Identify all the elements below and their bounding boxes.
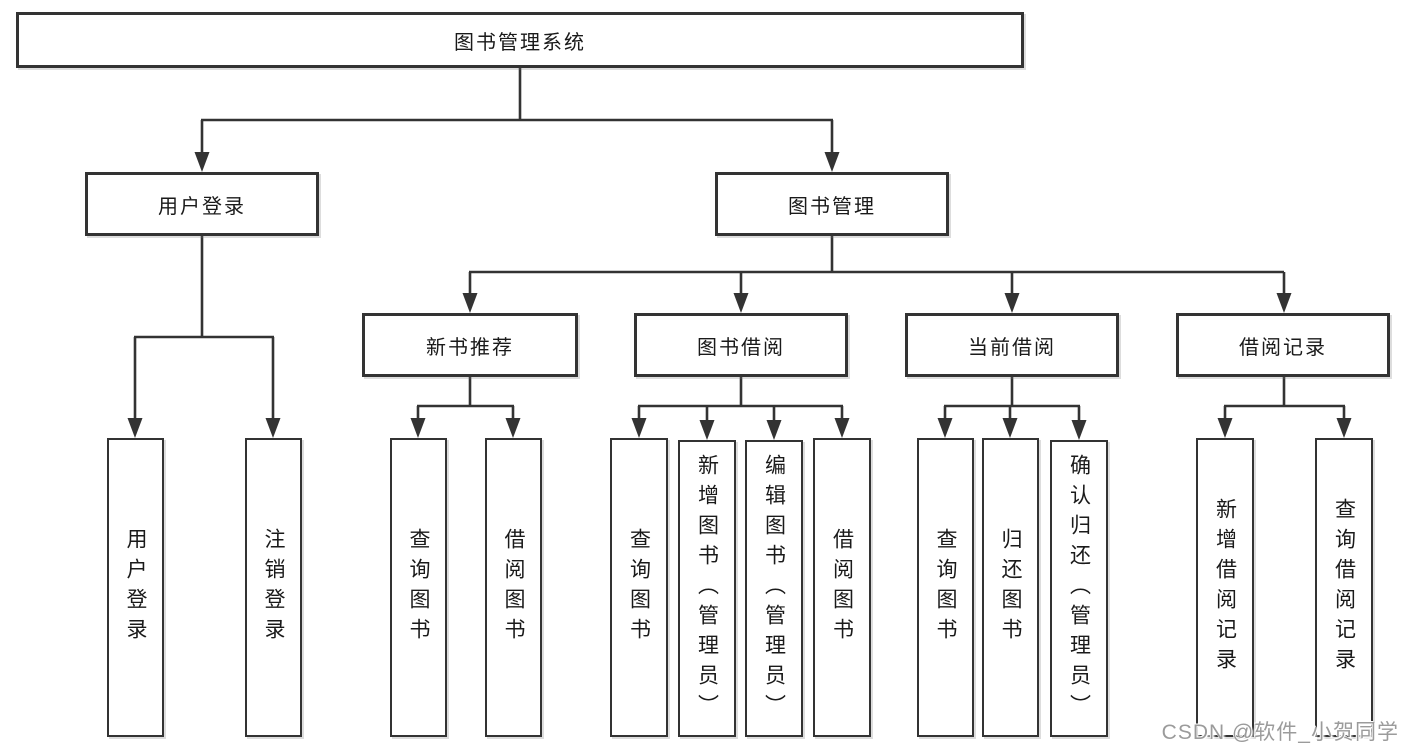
node-user-login-branch-label: 用户登录 xyxy=(158,195,246,218)
leaf-records-add-record-label: 新增借阅记录 xyxy=(1213,497,1237,678)
node-book-management-label: 图书管理 xyxy=(788,195,876,218)
leaf-current-confirm-return-admin: 确认归还（管理员） xyxy=(1050,440,1108,737)
node-user-login-branch: 用户登录 xyxy=(85,172,319,236)
leaf-current-query-books-label: 查询图书 xyxy=(934,527,957,648)
node-borrow-records-label: 借阅记录 xyxy=(1239,336,1327,359)
leaf-borrowing-add-books-admin-label: 新增图书（管理员） xyxy=(695,453,719,724)
node-book-management: 图书管理 xyxy=(715,172,949,236)
leaf-borrowing-borrow-books: 借阅图书 xyxy=(813,438,871,737)
watermark: CSDN @软件_小贺同学 xyxy=(1161,721,1399,744)
leaf-newbook-query-books: 查询图书 xyxy=(390,438,447,737)
leaf-current-return-books: 归还图书 xyxy=(982,438,1039,737)
leaf-borrowing-query-books: 查询图书 xyxy=(610,438,668,737)
node-current-borrowing-label: 当前借阅 xyxy=(968,336,1056,359)
leaf-borrowing-edit-books-admin-label: 编辑图书（管理员） xyxy=(762,453,786,724)
leaf-borrowing-edit-books-admin: 编辑图书（管理员） xyxy=(745,440,803,737)
leaf-logout-label: 注销登录 xyxy=(262,527,285,648)
node-current-borrowing: 当前借阅 xyxy=(905,313,1119,377)
leaf-user-login-label: 用户登录 xyxy=(124,527,147,648)
leaf-current-confirm-return-admin-label: 确认归还（管理员） xyxy=(1067,453,1091,724)
leaf-newbook-query-books-label: 查询图书 xyxy=(407,527,430,648)
leaf-borrowing-add-books-admin: 新增图书（管理员） xyxy=(678,440,736,737)
leaf-newbook-borrow-books-label: 借阅图书 xyxy=(502,527,525,648)
leaf-newbook-borrow-books: 借阅图书 xyxy=(485,438,542,737)
node-new-book-recommend: 新书推荐 xyxy=(362,313,578,377)
node-book-borrowing: 图书借阅 xyxy=(634,313,848,377)
leaf-records-query-record: 查询借阅记录 xyxy=(1315,438,1373,737)
leaf-current-return-books-label: 归还图书 xyxy=(999,527,1022,648)
leaf-current-query-books: 查询图书 xyxy=(917,438,974,737)
leaf-records-query-record-label: 查询借阅记录 xyxy=(1332,497,1356,678)
leaf-logout: 注销登录 xyxy=(245,438,302,737)
node-new-book-recommend-label: 新书推荐 xyxy=(426,336,514,359)
node-book-borrowing-label: 图书借阅 xyxy=(697,336,785,359)
leaf-borrowing-borrow-books-label: 借阅图书 xyxy=(830,527,854,648)
leaf-borrowing-query-books-label: 查询图书 xyxy=(627,527,651,648)
node-root: 图书管理系统 xyxy=(16,12,1024,68)
leaf-user-login: 用户登录 xyxy=(107,438,164,737)
node-borrow-records: 借阅记录 xyxy=(1176,313,1390,377)
leaf-records-add-record: 新增借阅记录 xyxy=(1196,438,1254,737)
node-root-label: 图书管理系统 xyxy=(454,31,586,54)
